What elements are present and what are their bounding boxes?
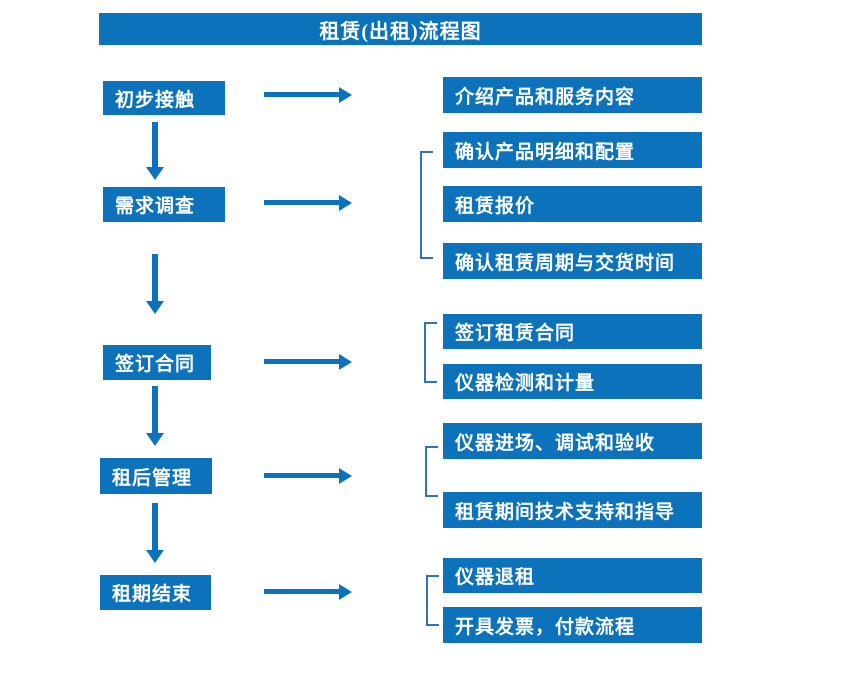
output-instrument-setup-acceptance: 仪器进场、调试和验收 bbox=[443, 423, 702, 459]
output-confirm-rental-period-delivery: 确认租赁周期与交货时间 bbox=[443, 243, 702, 279]
right-arrow-shaft bbox=[264, 92, 340, 97]
down-arrow bbox=[146, 386, 164, 446]
group-bracket bbox=[424, 322, 437, 383]
step-demand-survey: 需求调查 bbox=[103, 187, 225, 222]
right-arrow-head bbox=[339, 195, 352, 211]
right-arrow-head bbox=[339, 468, 352, 484]
output-instrument-testing-metering: 仪器检测和计量 bbox=[443, 364, 702, 399]
down-arrow-head bbox=[146, 550, 164, 563]
output-introduce-products-services: 介绍产品和服务内容 bbox=[443, 77, 702, 113]
group-bracket bbox=[425, 446, 438, 497]
right-arrow-shaft bbox=[264, 359, 340, 364]
down-arrow-head bbox=[146, 433, 164, 446]
down-arrow bbox=[146, 122, 164, 180]
down-arrow-shaft bbox=[152, 122, 158, 167]
step-initial-contact: 初步接触 bbox=[103, 81, 225, 115]
step-sign-contract: 签订合同 bbox=[103, 345, 211, 380]
right-arrow bbox=[264, 195, 352, 211]
flowchart-title: 租赁(出租)流程图 bbox=[99, 13, 702, 45]
output-rental-tech-support: 租赁期间技术支持和指导 bbox=[443, 492, 702, 528]
right-arrow-head bbox=[339, 584, 352, 600]
right-arrow bbox=[264, 354, 352, 370]
down-arrow bbox=[146, 254, 164, 314]
right-arrow bbox=[264, 468, 352, 484]
right-arrow-head bbox=[339, 354, 352, 370]
down-arrow-head bbox=[146, 301, 164, 314]
output-rental-quote: 租赁报价 bbox=[443, 186, 702, 222]
down-arrow-shaft bbox=[152, 386, 158, 433]
output-sign-rental-contract: 签订租赁合同 bbox=[443, 314, 702, 349]
right-arrow bbox=[264, 87, 352, 103]
step-rental-end: 租期结束 bbox=[100, 575, 211, 610]
output-confirm-product-details-config: 确认产品明细和配置 bbox=[443, 132, 702, 168]
group-bracket bbox=[420, 151, 433, 259]
output-invoice-payment-process: 开具发票，付款流程 bbox=[443, 607, 702, 643]
step-post-rental-management: 租后管理 bbox=[100, 458, 212, 494]
right-arrow-shaft bbox=[264, 589, 340, 594]
right-arrow-shaft bbox=[264, 473, 340, 478]
down-arrow-shaft bbox=[152, 254, 158, 301]
right-arrow bbox=[264, 584, 352, 600]
down-arrow-head bbox=[146, 167, 164, 180]
down-arrow bbox=[146, 503, 164, 563]
group-bracket bbox=[426, 575, 439, 626]
output-instrument-return: 仪器退租 bbox=[443, 558, 702, 593]
right-arrow-head bbox=[339, 87, 352, 103]
down-arrow-shaft bbox=[152, 503, 158, 550]
right-arrow-shaft bbox=[264, 200, 340, 205]
